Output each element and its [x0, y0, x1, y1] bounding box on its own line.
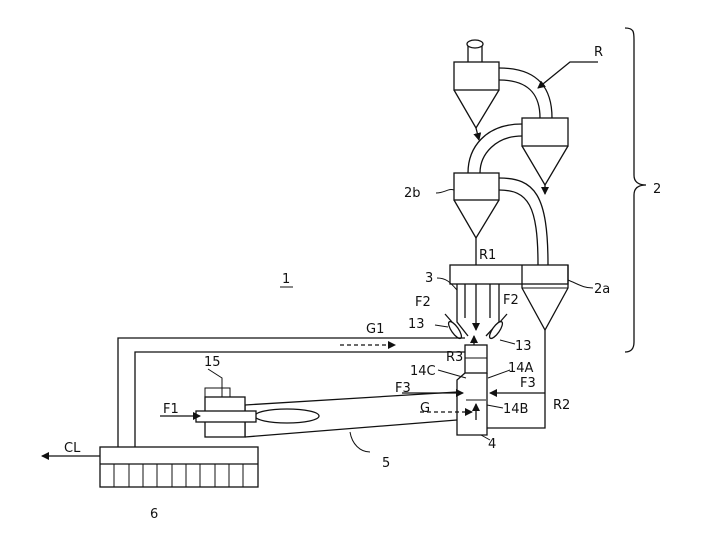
label-preheater: 2: [653, 182, 661, 197]
kiln-inlet: [456, 344, 488, 436]
label-r1: R1: [479, 248, 496, 263]
label-cyclone-2a: 2a: [594, 282, 610, 297]
label-cyclone-2b: 2b: [404, 186, 421, 201]
raw-r2-line: [487, 330, 546, 429]
rotary-kiln: [244, 389, 545, 438]
label-burner-13-left: 13: [408, 317, 425, 332]
label-r2: R2: [553, 398, 570, 413]
label-fuel-f1: F1: [163, 402, 179, 417]
label-nozzle-14c: 14C: [410, 364, 436, 379]
label-fuel-f2-right: F2: [503, 293, 519, 308]
label-kiln: 5: [382, 456, 390, 471]
cyclone-right: [521, 117, 569, 187]
tertiary-air-duct: [117, 337, 465, 447]
preheater-brace: [624, 27, 647, 353]
label-burner-13-right: 13: [515, 339, 532, 354]
label-gas-g1: G1: [366, 322, 384, 337]
label-nozzle-14b: 14B: [503, 402, 528, 417]
cyclone-top: [453, 61, 500, 130]
calciner: [444, 284, 508, 352]
label-calciner: 3: [425, 271, 433, 286]
leader-lines: [207, 61, 598, 453]
label-fuel-f3-left: F3: [395, 381, 411, 396]
labels: R 2 2b R1 1 3 2a F2 F2 13 G1 13 R3 15 14…: [64, 45, 661, 522]
feed-pipe: [466, 39, 484, 62]
kiln-hood: [160, 387, 257, 438]
label-raw-material: R: [594, 45, 603, 60]
clinker-cooler: [41, 446, 259, 488]
label-clinker: CL: [64, 441, 81, 456]
connecting-ducts: [467, 67, 553, 266]
label-nozzle-14a: 14A: [508, 361, 534, 376]
label-main-burner: 15: [204, 355, 221, 370]
label-kiln-inlet: 4: [488, 437, 496, 452]
label-fuel-f3-right: F3: [520, 376, 536, 391]
label-r3: R3: [446, 350, 463, 365]
cyclone-2b: [453, 172, 500, 240]
label-plant: 1: [282, 272, 290, 287]
label-fuel-f2-left: F2: [415, 295, 431, 310]
label-cooler: 6: [150, 507, 158, 522]
label-gas-g: G: [420, 401, 430, 416]
